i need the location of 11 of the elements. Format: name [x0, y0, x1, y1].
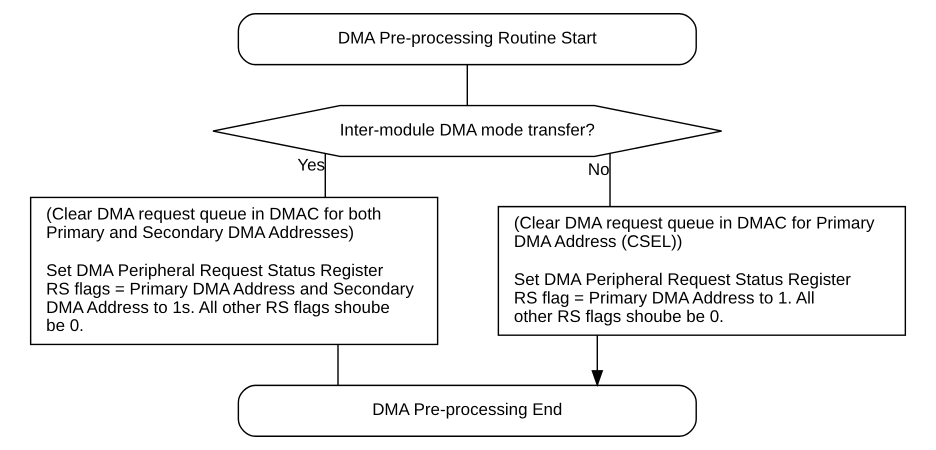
node-box: DMA Pre-processing Routine Start — [238, 13, 697, 66]
node-box: (Clear DMA request queue in DMAC for Primary DMA Address (CSEL)) Set DMA Peripheral Request Status Register RS flag = Primary DMA Address to 1. All other RS flags shoube be 0. — [498, 206, 906, 336]
edge-label: Yes — [297, 155, 325, 174]
node-box: DMA Pre-processing End — [238, 384, 697, 437]
node-box: (Clear DMA request queue in DMAC for both Primary and Secondary DMA Addresses) Set DMA Peripheral Request Status Register RS flags = Primary DMA Address and Secondary DMA Address to 1s. All other RS flags shoube be 0. — [30, 196, 438, 346]
edge-label: No — [588, 160, 610, 180]
arrow — [591, 336, 604, 388]
connector — [324, 154, 326, 198]
connector — [466, 64, 468, 106]
connector — [337, 344, 339, 385]
connector — [609, 154, 611, 206]
